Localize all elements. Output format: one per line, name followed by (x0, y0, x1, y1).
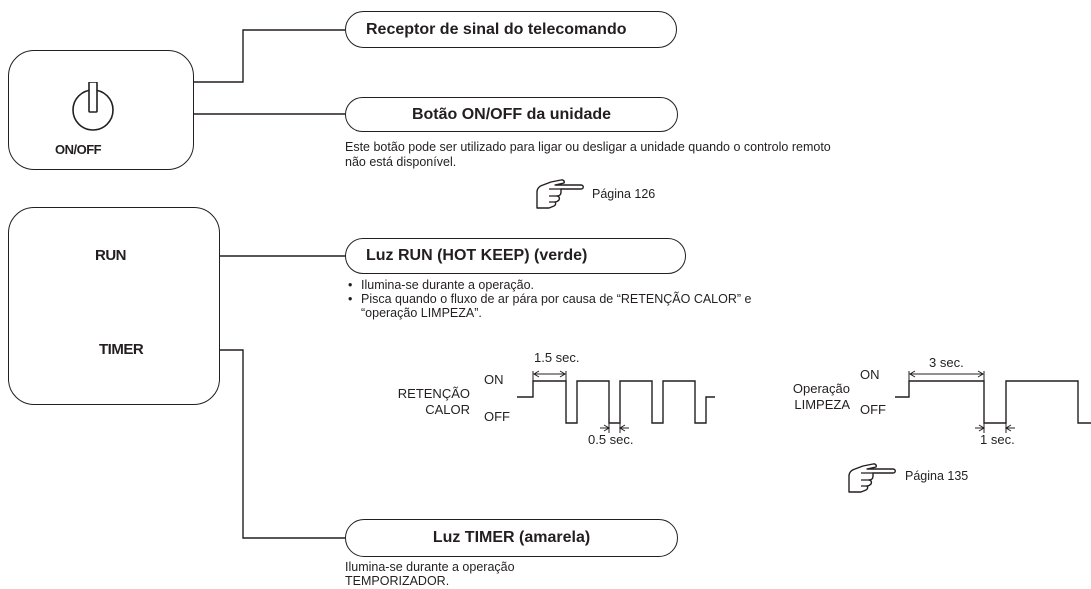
run-light-callout: Luz RUN (HOT KEEP) (verde) (345, 238, 686, 274)
cleaning-dimensions (908, 370, 1015, 433)
page-reference-135[interactable]: Página 135 (905, 469, 969, 483)
hot-keep-label-line1: RETENÇÃO (397, 386, 470, 401)
run-panel-label: RUN (95, 247, 127, 264)
bullet2-line2: “operação LIMPEZA”. (361, 306, 482, 320)
power-icon[interactable] (70, 82, 116, 132)
cleaning-on-duration: 3 sec. (929, 355, 964, 370)
hot-keep-label-line2: CALOR (425, 402, 470, 417)
hot-keep-waveform (517, 380, 715, 424)
receiver-callout: Receptor de sinal do telecomando (345, 11, 677, 48)
cleaning-on-label: ON (860, 367, 880, 382)
run-description: Ilumina-se durante a operação. Pisca qua… (345, 278, 751, 320)
indoor-unit-panel-bottom (8, 207, 220, 405)
page-reference-126[interactable]: Página 126 (592, 187, 656, 201)
onoff-description-line1: Este botão pode ser utilizado para ligar… (345, 140, 831, 154)
cleaning-label-line2: LIMPEZA (794, 397, 850, 412)
hot-keep-off-duration: 0.5 sec. (588, 432, 634, 447)
cleaning-off-label: OFF (860, 402, 886, 417)
timer-panel-label: TIMER (99, 341, 144, 358)
onoff-button-callout: Botão ON/OFF da unidade (345, 97, 678, 132)
pointing-hand-icon (536, 179, 584, 209)
indoor-unit-panel-top (8, 50, 194, 170)
timer-light-callout: Luz TIMER (amarela) (345, 519, 678, 557)
list-item: Pisca quando o fluxo de ar pára por caus… (345, 292, 751, 320)
timer-description-line1: Ilumina-se durante a operação (345, 560, 515, 574)
cleaning-label-line1: Operação (792, 381, 850, 396)
bullet2-line1: Pisca quando o fluxo de ar pára por caus… (361, 292, 752, 306)
hot-keep-off-label: OFF (484, 409, 510, 424)
cleaning-off-duration: 1 sec. (980, 432, 1015, 447)
hot-keep-label: RETENÇÃO CALOR (390, 386, 470, 418)
receiver-connector (173, 29, 345, 83)
cleaning-waveform (895, 380, 1091, 424)
timer-description-line2: TEMPORIZADOR. (345, 574, 450, 588)
hot-keep-on-label: ON (484, 372, 504, 387)
hot-keep-dimensions (532, 370, 629, 433)
list-item: Ilumina-se durante a operação. (345, 278, 751, 292)
onoff-panel-label: ON/OFF (55, 142, 102, 157)
pointing-hand-icon (848, 463, 896, 493)
onoff-description-line2: não está disponível. (345, 155, 457, 169)
hot-keep-on-duration: 1.5 sec. (534, 350, 580, 365)
cleaning-label: Operação LIMPEZA (770, 381, 850, 413)
